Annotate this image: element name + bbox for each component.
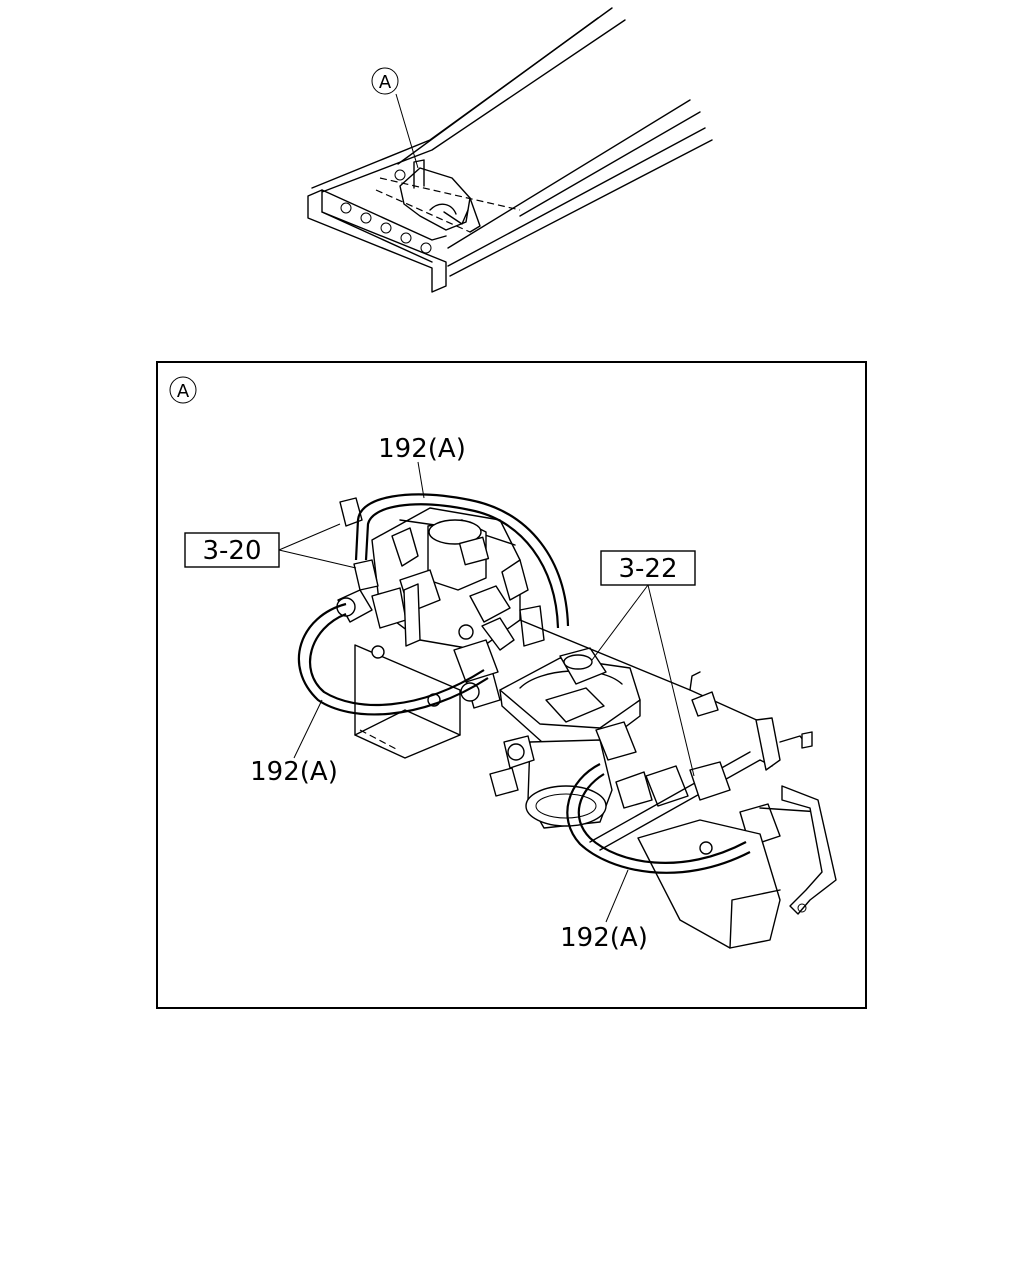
callout-192-bottom: 192(A): [560, 869, 648, 953]
part-label-192-bottom: 192(A): [560, 923, 648, 953]
detail-marker: A: [169, 376, 197, 404]
overview-marker-label: A: [379, 72, 392, 93]
callout-3-22: 3-22: [591, 550, 696, 777]
callout-192-left: 192(A): [250, 699, 338, 787]
part-label-192-top: 192(A): [378, 434, 466, 464]
detail-marker-label: A: [177, 381, 190, 402]
ref-label-3-20: 3-20: [202, 536, 261, 566]
overview-marker: A: [371, 67, 399, 95]
brake-valve-assembly: [336, 497, 837, 949]
ref-label-3-22: 3-22: [618, 554, 677, 584]
callout-192-top: 192(A): [378, 434, 466, 499]
chassis-frame-overview: [307, 7, 713, 293]
detail-view-frame: [156, 361, 867, 1009]
callout-3-20: 3-20: [184, 523, 357, 569]
air-hoses: [297, 493, 751, 874]
part-label-192-left: 192(A): [250, 757, 338, 787]
